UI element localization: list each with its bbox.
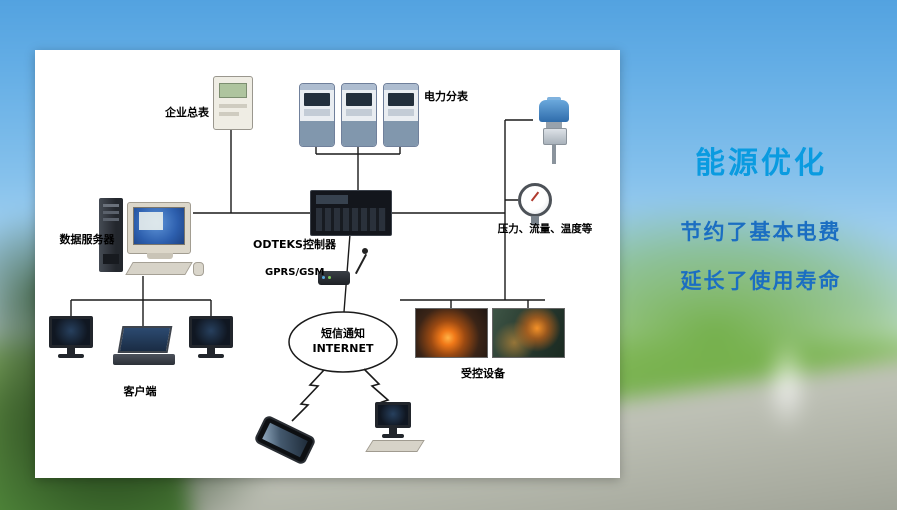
transmitter-cap <box>547 97 561 102</box>
meter-detail <box>304 109 330 116</box>
laptop-screen <box>117 326 173 353</box>
controller-icon <box>310 190 392 236</box>
power-meter-icon <box>299 83 335 147</box>
controller-label: ODTEKS控制器 <box>253 238 336 251</box>
clients-label: 客户端 <box>123 385 157 398</box>
server-tower-icon <box>99 198 123 272</box>
connector-lines-path <box>70 119 545 330</box>
crt-monitor-icon <box>127 202 191 254</box>
controller-slots <box>316 208 386 231</box>
monitor-neck <box>389 428 397 434</box>
caption-panel: 能源优化 节约了基本电费 延长了使用寿命 <box>635 138 887 295</box>
enterprise-meter-label: 企业总表 <box>165 106 209 119</box>
keyboard-icon <box>365 440 425 452</box>
gauge-face <box>518 183 552 217</box>
meter-detail <box>388 109 414 116</box>
client-monitor-icon <box>49 316 93 358</box>
transmitter-body <box>543 128 567 145</box>
monitor-base <box>198 354 224 358</box>
sms-notice-label: 短信通知 <box>321 327 365 340</box>
power-submeter-label: 电力分表 <box>424 90 468 103</box>
meter-base <box>300 121 334 146</box>
meter-detail <box>219 112 239 116</box>
caption-line-2: 延长了使用寿命 <box>680 269 842 293</box>
keyboard-icon <box>125 262 193 275</box>
controlled-equipment-label: 受控设备 <box>461 367 505 380</box>
diagram-panel: 企业总表 电力分表 <box>35 50 620 478</box>
sensors-label: 压力、流量、温度等 <box>497 223 593 235</box>
meter-lcd <box>346 93 372 106</box>
gprs-label: GPRS/GSM <box>265 267 325 278</box>
meter-base <box>384 121 418 146</box>
monitor-screen <box>375 402 411 428</box>
meter-lcd <box>304 93 330 106</box>
transmitter-probe <box>552 144 556 164</box>
data-server-label: 数据服务器 <box>59 233 115 246</box>
furnace-image <box>415 308 488 358</box>
pressure-gauge-icon <box>518 183 552 225</box>
equipment-image <box>492 308 565 358</box>
meter-base <box>342 121 376 146</box>
lightning-bolt-left <box>291 369 325 422</box>
meter-cap <box>342 84 376 90</box>
enterprise-meter-icon <box>213 76 253 130</box>
internet-ellipse <box>288 311 398 373</box>
transmitter-neck <box>546 122 562 128</box>
monitor-base <box>382 434 404 438</box>
meter-cap <box>384 84 418 90</box>
controller-display <box>316 195 348 204</box>
monitor-base <box>58 354 84 358</box>
meter-screen <box>219 83 247 98</box>
laptop-base <box>113 354 175 365</box>
caption-title: 能源优化 <box>695 146 827 181</box>
monitor-screen <box>49 316 93 348</box>
monitor-neck <box>207 348 215 354</box>
meter-lcd <box>388 93 414 106</box>
crt-stand <box>147 253 173 259</box>
meter-detail <box>219 104 247 108</box>
white-post <box>769 338 805 433</box>
modem-leds <box>322 276 325 279</box>
transmitter-head <box>539 100 569 122</box>
pressure-transmitter-icon <box>533 97 575 164</box>
mouse-icon <box>193 262 204 276</box>
monitor-neck <box>67 348 75 354</box>
meter-detail <box>346 109 372 116</box>
caption-line-1: 节约了基本电费 <box>680 220 842 244</box>
monitor-screen <box>189 316 233 348</box>
client-monitor-icon <box>189 316 233 358</box>
crt-screen <box>133 207 185 245</box>
meter-cap <box>300 84 334 90</box>
internet-label: INTERNET <box>312 342 374 355</box>
power-meter-icon <box>341 83 377 147</box>
laptop-icon <box>113 326 175 365</box>
gsm-modem-icon <box>318 248 368 285</box>
gauge-stem <box>531 216 539 225</box>
desktop-computer-icon <box>375 402 411 438</box>
power-meter-icon <box>383 83 419 147</box>
antenna-tip <box>362 248 368 254</box>
